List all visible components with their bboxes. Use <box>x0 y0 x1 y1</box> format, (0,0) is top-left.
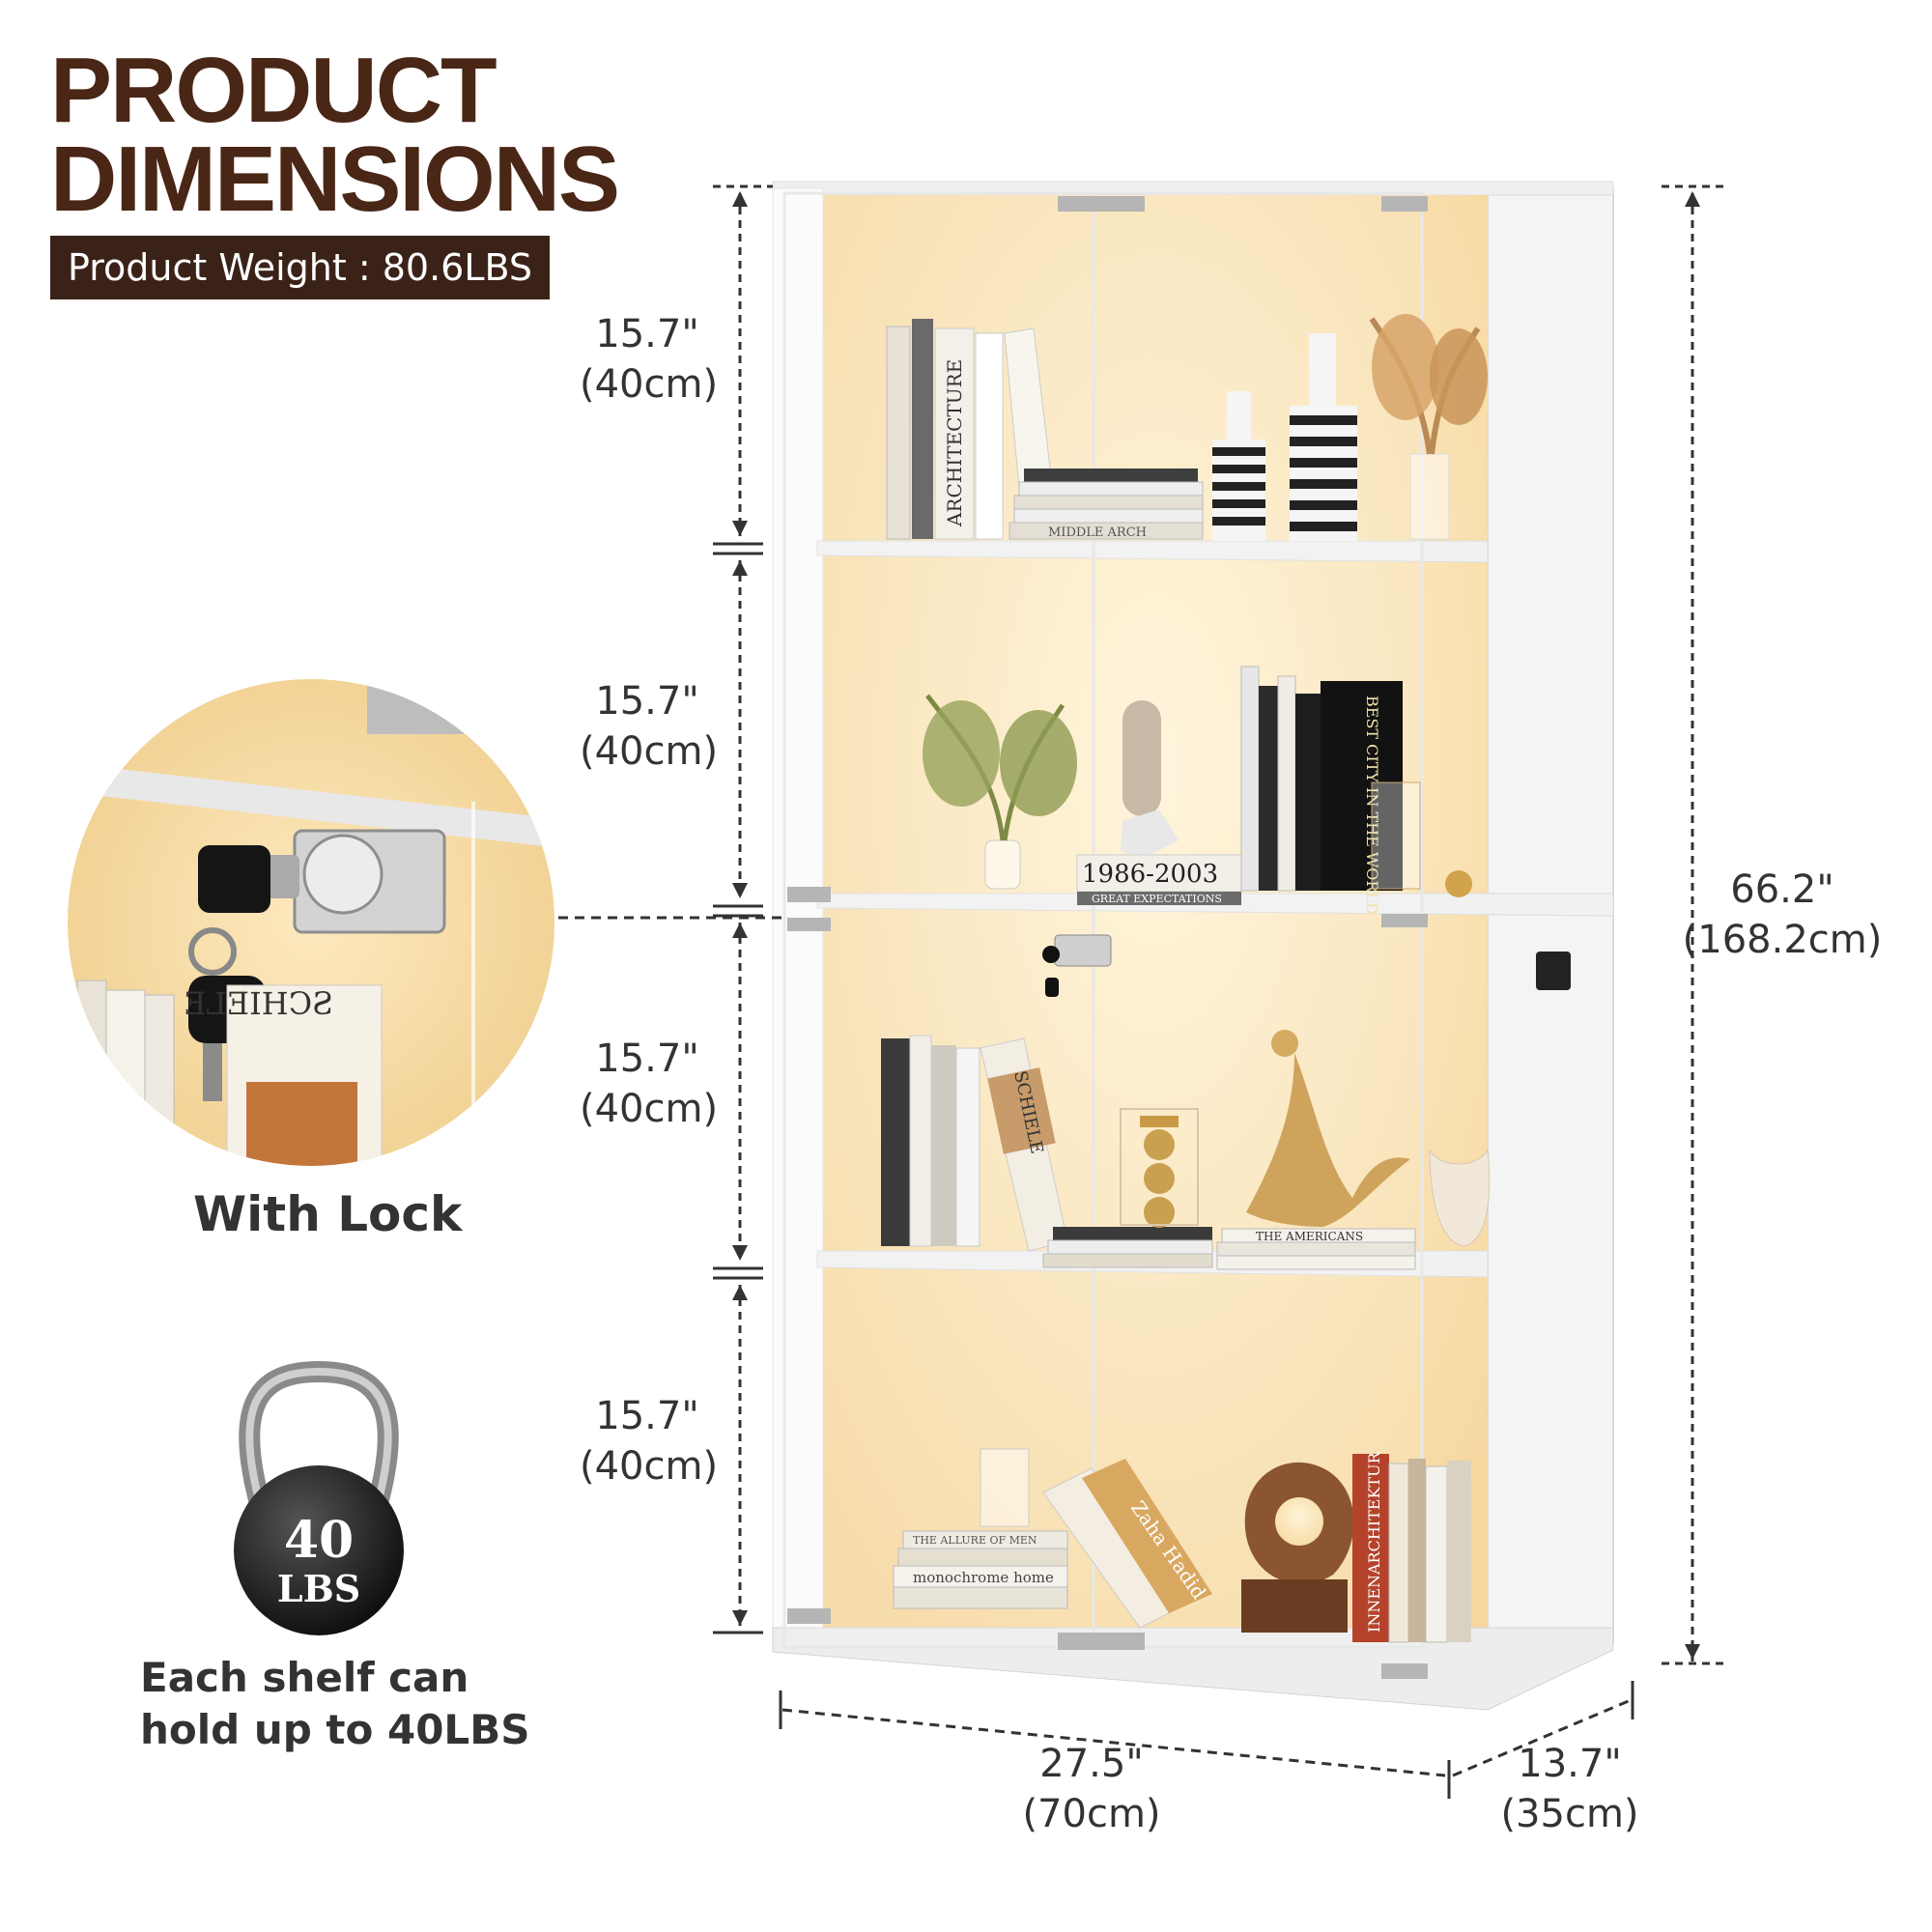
svg-text:ARCHITECTURE: ARCHITECTURE <box>943 359 966 527</box>
depth-dimension: 13.7" (35cm) <box>1500 1742 1639 1836</box>
door-lock <box>1054 934 1112 967</box>
svg-text:INNENARCHITEKTUR: INNENARCHITEKTUR <box>1365 1451 1383 1633</box>
shelf-2-items: 1986-2003 GREAT EXPECTATIONS BEST CITY I… <box>923 666 1472 915</box>
svg-text:MIDDLE ARCH: MIDDLE ARCH <box>1048 526 1147 540</box>
hinge <box>787 887 831 902</box>
product-weight-badge: Product Weight : 80.6LBS <box>50 236 551 299</box>
hinge <box>787 1608 831 1624</box>
dimension-arrows <box>732 191 1700 1660</box>
hinge <box>787 918 831 931</box>
shelf-2-dimension: 15.7" (40cm) <box>580 679 719 774</box>
shelf-3-items: SCHIELE THE AMERICANS <box>881 1030 1491 1270</box>
glass-door-right <box>1092 191 1424 1649</box>
width-dimension: 27.5" (70cm) <box>1022 1742 1161 1836</box>
svg-text:SCHIELE: SCHIELE <box>184 985 333 1022</box>
capacity-caption: Each shelf can hold up to 40LBS <box>140 1654 530 1753</box>
hinge <box>1058 196 1145 212</box>
lock-caption: With Lock <box>193 1186 463 1242</box>
svg-text:monochrome home: monochrome home <box>913 1569 1054 1586</box>
cabinet <box>772 181 1614 1711</box>
shelf-4-items: THE ALLURE OF MEN monochrome home Zaha H… <box>893 1448 1471 1643</box>
total-height-dimension: 66.2" (168.2cm) <box>1682 867 1883 962</box>
shelf-3-dimension: 15.7" (40cm) <box>580 1037 719 1131</box>
light-switch <box>1536 952 1571 990</box>
cabinet-interior <box>823 195 1488 1634</box>
hinge <box>1381 1663 1428 1679</box>
lock-zoom: SCHIELE <box>68 679 554 1166</box>
svg-text:1986-2003: 1986-2003 <box>1082 860 1218 889</box>
page-title: PRODUCT DIMENSIONS <box>50 39 620 231</box>
kettlebell-icon: 40 LBS <box>234 1360 404 1635</box>
hinge <box>1058 1633 1145 1650</box>
svg-text:THE AMERICANS: THE AMERICANS <box>1256 1230 1363 1243</box>
shelf-4-dimension: 15.7" (40cm) <box>580 1394 719 1489</box>
cabinet-side-panel <box>1487 187 1614 1702</box>
dimension-lines <box>558 185 1729 1799</box>
kettlebell-unit: LBS <box>277 1567 360 1610</box>
svg-text:GREAT EXPECTATIONS: GREAT EXPECTATIONS <box>1092 893 1222 905</box>
hinge <box>1381 196 1428 212</box>
hinge <box>1381 914 1428 927</box>
shelf-1-items: ARCHITECTURE MIDDLE ARCH <box>886 314 1488 541</box>
shelf-1-dimension: 15.7" (40cm) <box>580 312 719 407</box>
svg-text:THE ALLURE OF MEN: THE ALLURE OF MEN <box>913 1534 1037 1547</box>
kettlebell-value: 40 <box>284 1511 354 1570</box>
